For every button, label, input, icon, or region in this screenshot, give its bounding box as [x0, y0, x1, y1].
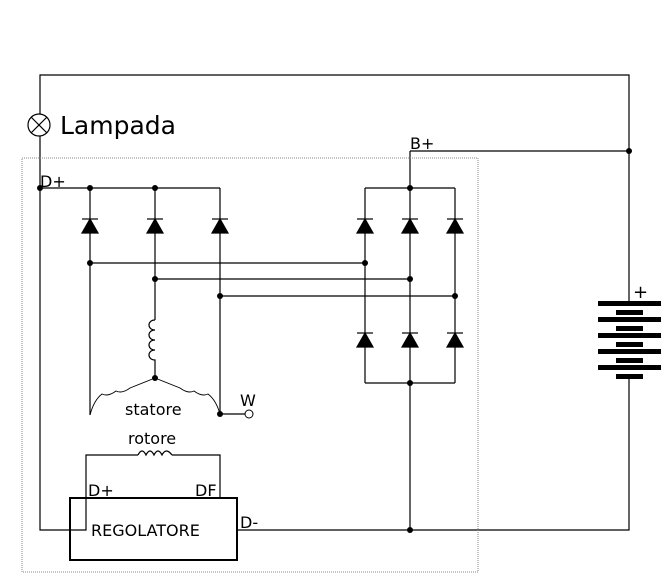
battery-plus-label: +: [633, 282, 648, 303]
wire-d-plus: [39, 136, 138, 531]
stator-coil-2: [89, 377, 156, 416]
d-plus-label: D+: [40, 172, 66, 191]
wire-df: [172, 454, 221, 498]
rotor-coil: [137, 450, 173, 457]
regulator-label: REGOLATORE: [91, 521, 200, 540]
diode-icon: [145, 217, 165, 234]
diode-icon: [355, 217, 375, 234]
battery-icon: [598, 301, 661, 379]
diode-icon: [210, 217, 230, 234]
regulator-d-plus-label: D+: [88, 481, 114, 500]
stator-coil-3: [154, 377, 221, 415]
rotor-label: rotore: [128, 429, 176, 448]
diode-icon: [400, 331, 420, 348]
lamp-label: Lampada: [60, 111, 176, 140]
wire-ground: [237, 378, 630, 531]
d-minus-label: D-: [240, 513, 258, 532]
lamp-icon: [27, 113, 51, 137]
diode-icon: [445, 217, 465, 234]
diode-icon: [355, 331, 375, 348]
diode-icon: [400, 217, 420, 234]
wire-top: [39, 74, 630, 302]
diodes: [80, 217, 465, 348]
regulator-box: [69, 497, 238, 561]
w-terminal: [244, 409, 254, 419]
wires: [39, 74, 630, 531]
w-label: W: [240, 391, 256, 410]
stator-label: statore: [125, 400, 182, 419]
alternator-frame: [21, 157, 479, 573]
diode-icon: [445, 331, 465, 348]
diode-icon: [80, 217, 100, 234]
b-plus-label: B+: [410, 134, 434, 153]
stator-coil-1: [148, 319, 156, 378]
regulator-df-label: DF: [195, 481, 217, 500]
junctions: [37, 148, 632, 533]
